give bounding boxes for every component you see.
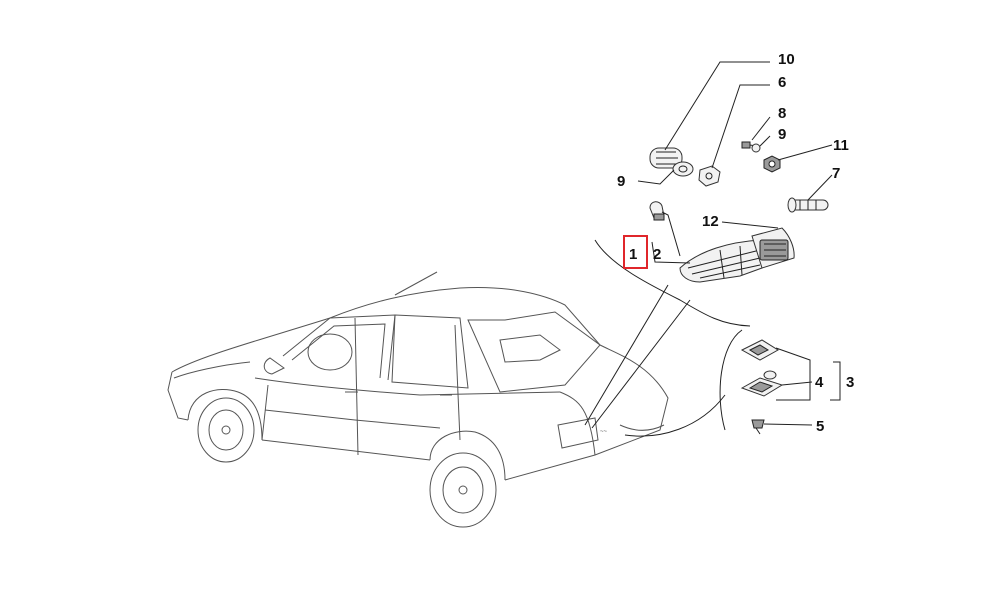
part-5-screw bbox=[751, 419, 765, 435]
leader-car-plate bbox=[624, 394, 726, 437]
part-12-tail-lamp bbox=[679, 227, 795, 283]
callouts: 10 6 8 9 11 7 9 12 1 2 4 3 5 bbox=[617, 51, 854, 435]
callout-9: 9 bbox=[617, 173, 625, 190]
part-7-stud bbox=[787, 197, 829, 213]
callout-11: 11 bbox=[833, 137, 849, 154]
callout-12: 12 bbox=[702, 213, 719, 230]
callout-1-highlight bbox=[623, 235, 648, 269]
leader-car-lamp bbox=[584, 284, 669, 426]
callout-8: 8 bbox=[778, 105, 786, 122]
callout-7: 7 bbox=[832, 165, 840, 182]
part-bulb bbox=[649, 201, 665, 221]
part-9-small-washer bbox=[751, 143, 761, 153]
callout-10: 10 bbox=[778, 51, 795, 68]
leader-car-lamp-2 bbox=[591, 299, 691, 429]
callout-3: 3 bbox=[846, 374, 854, 391]
part-11-nut bbox=[763, 155, 781, 173]
part-9-washer bbox=[672, 161, 694, 177]
callout-5: 5 bbox=[816, 418, 824, 435]
callout-2: 2 bbox=[653, 246, 661, 263]
callout-1: 1 bbox=[629, 246, 637, 263]
part-6-nut bbox=[698, 165, 721, 187]
callout-4: 4 bbox=[815, 374, 824, 391]
callout-leaders bbox=[637, 61, 841, 426]
svg-text:~~: ~~ bbox=[600, 429, 608, 435]
context-outline-right bbox=[719, 329, 743, 431]
callout-9-small: 9 bbox=[778, 126, 786, 143]
car-illustration: ~~ bbox=[167, 271, 669, 528]
part-4-plate-lamp bbox=[740, 339, 784, 397]
context-outline bbox=[594, 239, 751, 327]
callout-6: 6 bbox=[778, 74, 786, 91]
